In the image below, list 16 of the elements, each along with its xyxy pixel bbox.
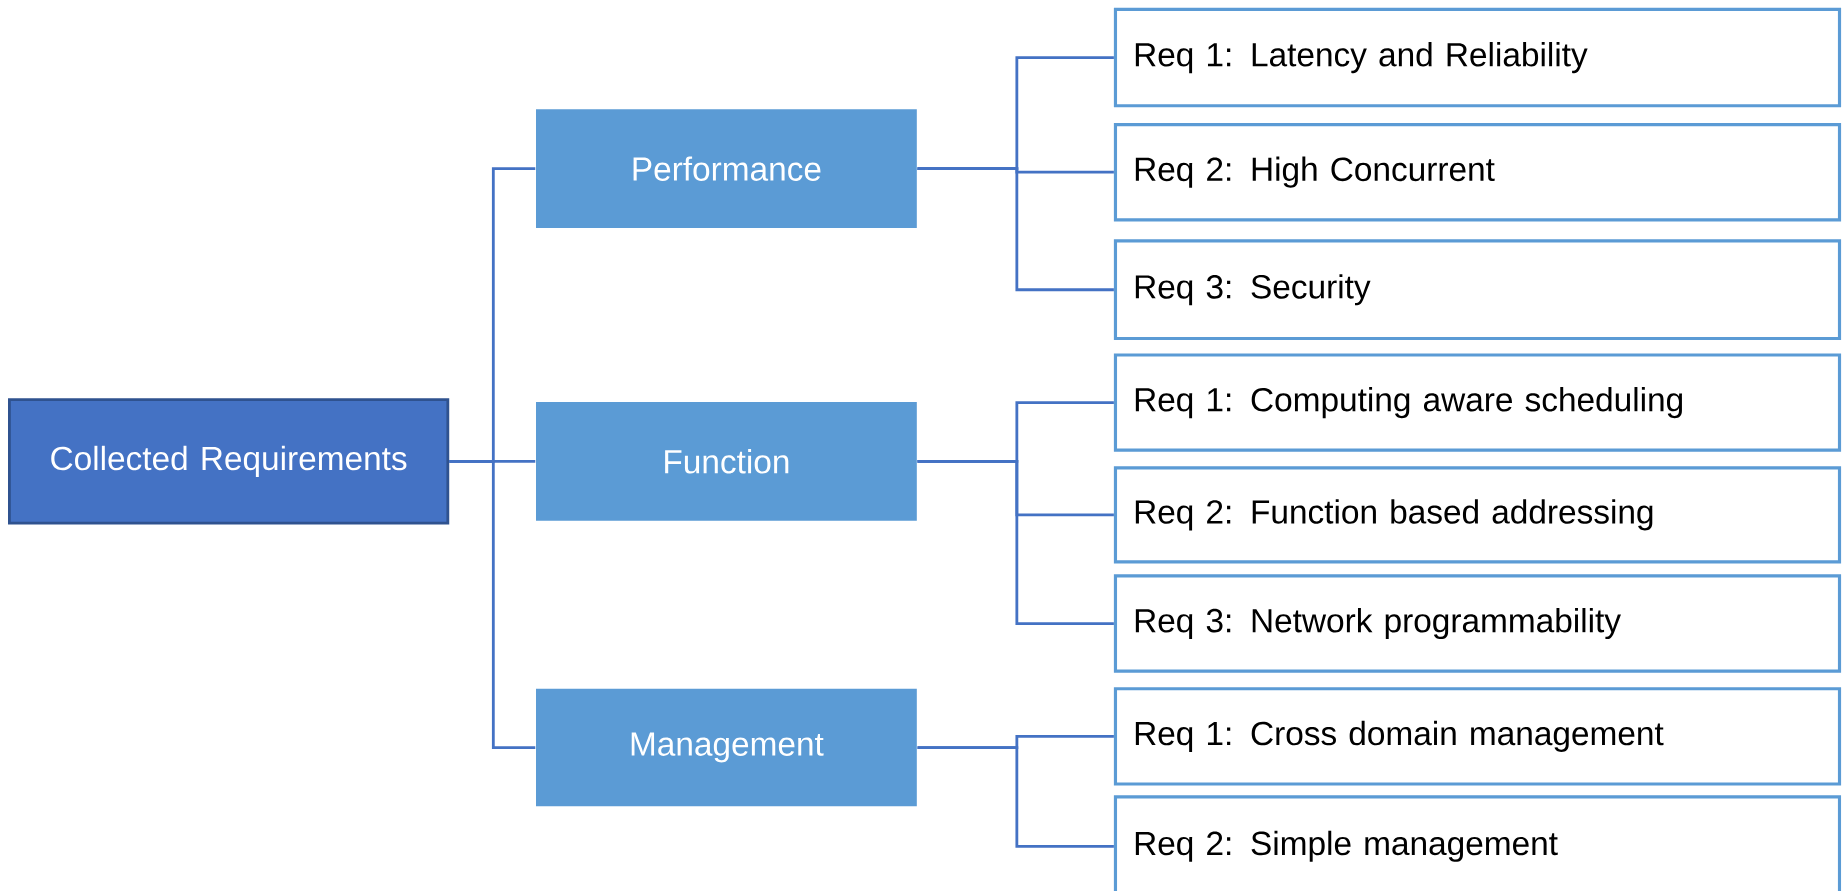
- root-box: Collected Requirements: [8, 398, 450, 525]
- connector-line: [917, 746, 1114, 848]
- category-box: Management: [536, 688, 917, 807]
- requirement-box: Req 3: Security: [1113, 239, 1842, 341]
- category-box: Function: [536, 402, 917, 521]
- requirement-box: Req 1: Latency and Reliability: [1113, 7, 1842, 108]
- requirement-box: Req 2: Function based addressing: [1113, 466, 1842, 564]
- requirement-box: Req 1: Computing aware scheduling: [1113, 353, 1842, 452]
- requirement-box: Req 2: Simple management: [1113, 795, 1842, 891]
- requirement-box: Req 2: High Concurrent: [1113, 123, 1842, 222]
- category-box: Performance: [536, 109, 917, 229]
- connector-line: [449, 459, 536, 749]
- connector-line: [917, 167, 1114, 292]
- requirement-box: Req 3: Network programmability: [1113, 574, 1842, 673]
- connector-line: [917, 459, 1114, 625]
- requirement-box: Req 1: Cross domain management: [1113, 687, 1842, 786]
